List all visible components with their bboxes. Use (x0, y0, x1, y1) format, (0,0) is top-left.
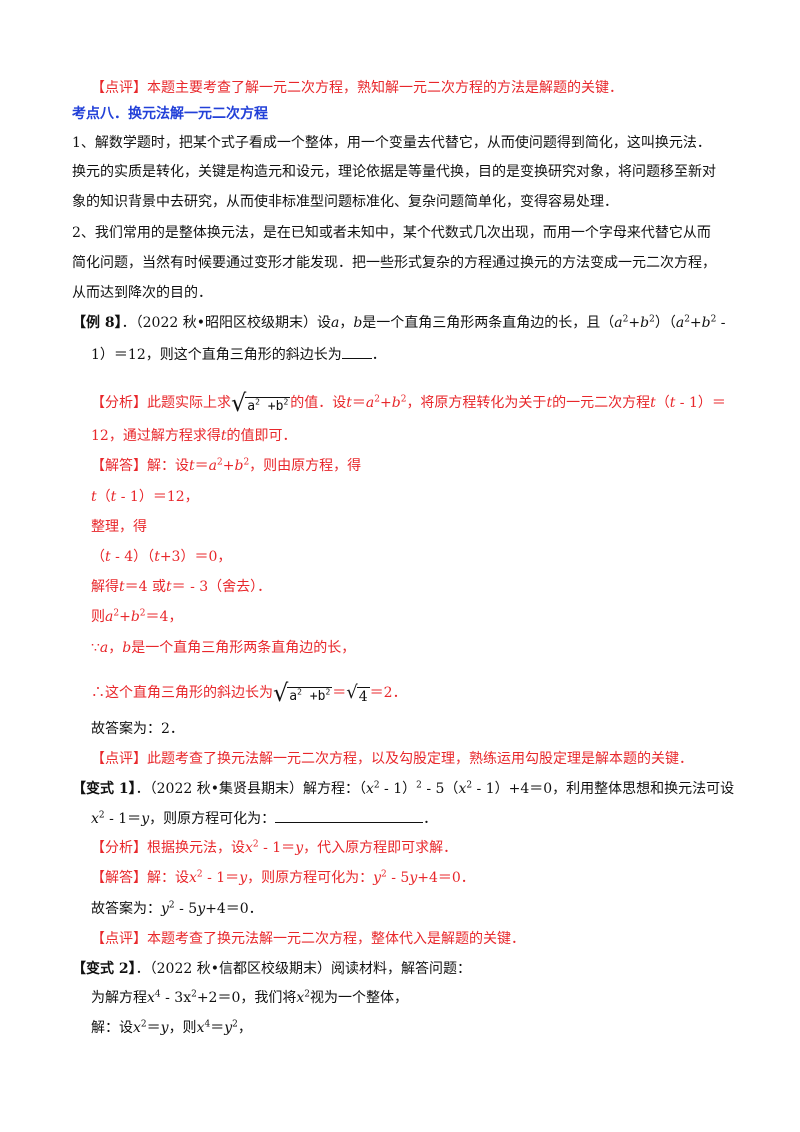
review-line-1: 【点评】本题主要考查了解一元二次方程，熟知解一元二次方程的方法是解题的关键． (91, 78, 623, 98)
solution8-line-8: ∴这个直角三角形的斜边长为√a2 +b2＝√4＝2． (91, 679, 407, 707)
intro-line-4: 2、我们常用的是整体换元法，是在已知或者未知中，某个代数式几次出现，而用一个字母… (72, 225, 711, 241)
answer-blank[interactable] (341, 344, 372, 359)
review-tag: 【点评】 (91, 931, 147, 947)
solution8-line-6: 则a2+b2＝4， (91, 608, 183, 625)
solution8-line-2: t（t - 1）＝12， (91, 489, 199, 505)
variation1-label: 【变式 1】 (72, 781, 136, 797)
example8-label: 【例 8】 (72, 315, 122, 331)
analysis-tag: 【分析】 (91, 840, 147, 856)
example8-line-2: 1）＝12，则这个直角三角形的斜边长为． (91, 344, 386, 365)
solution8-line-5: 解得t＝4 或t＝ - 3（舍去）． (91, 579, 272, 595)
solution-tag: 【解答】 (91, 458, 147, 474)
intro-line-1: 1、解数学题时，把某个式子看成一个整体，用一个变量去代替它，从而使问题得到简化，… (72, 135, 711, 151)
solution8-line-7: ∵a，b是一个直角三角形两条直角边的长， (91, 640, 356, 656)
analysis-tag: 【分析】 (91, 395, 147, 411)
section-heading: 考点八．换元法解一元二次方程 (72, 106, 268, 122)
solution8-line-4: （t - 4）（t+3）＝0， (91, 549, 232, 565)
variation1-analysis: 【分析】根据换元法，设x2 - 1＝y，代入原方程即可求解． (91, 839, 458, 856)
review-tag: 【点评】 (91, 80, 147, 96)
sqrt-a2-b2: √a2 +b2 (231, 389, 291, 417)
variation1-review: 【点评】本题考查了换元法解一元二次方程，整体代入是解题的关键． (91, 931, 525, 947)
intro-line-5: 简化问题，当然有时候要通过变形才能发现．把一些形式复杂的方程通过换元的方法变成一… (72, 255, 716, 271)
intro-line-6: 从而达到降次的目的． (72, 285, 212, 301)
variation2-line-3: 解：设x2＝y，则x4＝y2， (91, 1019, 252, 1036)
example8-line-1: 【例 8】．（2022 秋•昭阳区校级期末）设a，b是一个直角三角形两条直角边的… (72, 314, 726, 331)
review-tag: 【点评】 (91, 751, 147, 767)
variation1-answer: 故答案为：y2 - 5y+4＝0． (91, 900, 263, 917)
intro-line-2: 换元的实质是转化，关键是构造元和设元，理论依据是等量代换，目的是变换研究对象，将… (72, 164, 716, 180)
variation1-solution: 【解答】解：设x2 - 1＝y，则原方程可化为：y2 - 5y+4＝0． (91, 869, 475, 886)
answer-blank[interactable] (275, 808, 424, 823)
variation2-line-1: 【变式 2】．（2022 秋•信都区校级期末）阅读材料，解答问题： (72, 961, 471, 977)
solution8-line-1: 【解答】解：设t＝a2+b2，则由原方程，得 (91, 457, 362, 474)
review8: 【点评】此题考查了换元法解一元二次方程，以及勾股定理，熟练运用勾股定理是解本题的… (91, 751, 693, 767)
solution-tag: 【解答】 (91, 870, 147, 886)
answer8: 故答案为：2． (91, 721, 184, 737)
variation1-line-1: 【变式 1】．（2022 秋•集贤县期末）解方程：（x2 - 1）2 - 5（x… (72, 780, 735, 797)
sqrt-a2-b2-result: √a2 +b2 (273, 679, 333, 707)
sqrt-4: √4 (346, 682, 370, 705)
intro-line-3: 象的知识背景中去研究，从而使非标准型问题标准化、复杂问题简单化，变得容易处理． (72, 194, 618, 210)
solution8-line-3: 整理，得 (91, 519, 147, 535)
analysis8-line-2: 12，通过解方程求得t的值即可． (91, 428, 297, 444)
variation2-label: 【变式 2】 (72, 961, 136, 977)
variation1-line-2: x2 - 1＝y，则原方程可化为：． (91, 808, 437, 829)
review-text: 本题主要考查了解一元二次方程，熟知解一元二次方程的方法是解题的关键． (147, 80, 623, 96)
variation2-line-2: 为解方程x4 - 3x2+2＝0，我们将x2视为一个整体， (91, 989, 409, 1006)
